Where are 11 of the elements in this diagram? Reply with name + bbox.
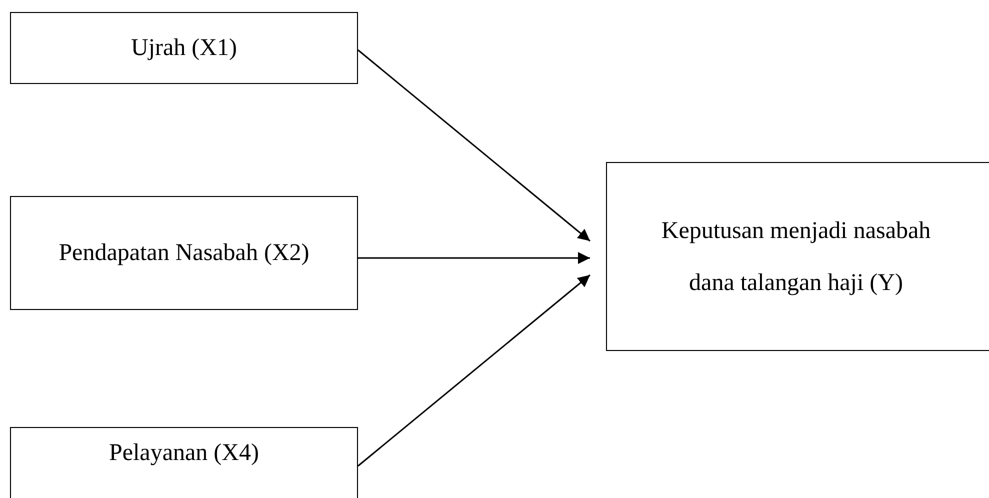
arrow <box>358 49 590 242</box>
box-label: Keputusan menjadi nasabah dana talangan haji (Y) <box>660 216 932 298</box>
process-box <box>10 196 358 310</box>
box-label: Pendapatan Nasabah (X2) <box>58 239 310 268</box>
arrow <box>358 274 590 467</box>
box-label: Pelayanan (X4) <box>109 439 259 468</box>
arrow <box>358 252 590 264</box>
process-box <box>10 12 358 84</box>
process-box <box>10 427 358 498</box>
box-label: Ujrah (X1) <box>131 34 237 63</box>
process-box <box>606 162 989 351</box>
